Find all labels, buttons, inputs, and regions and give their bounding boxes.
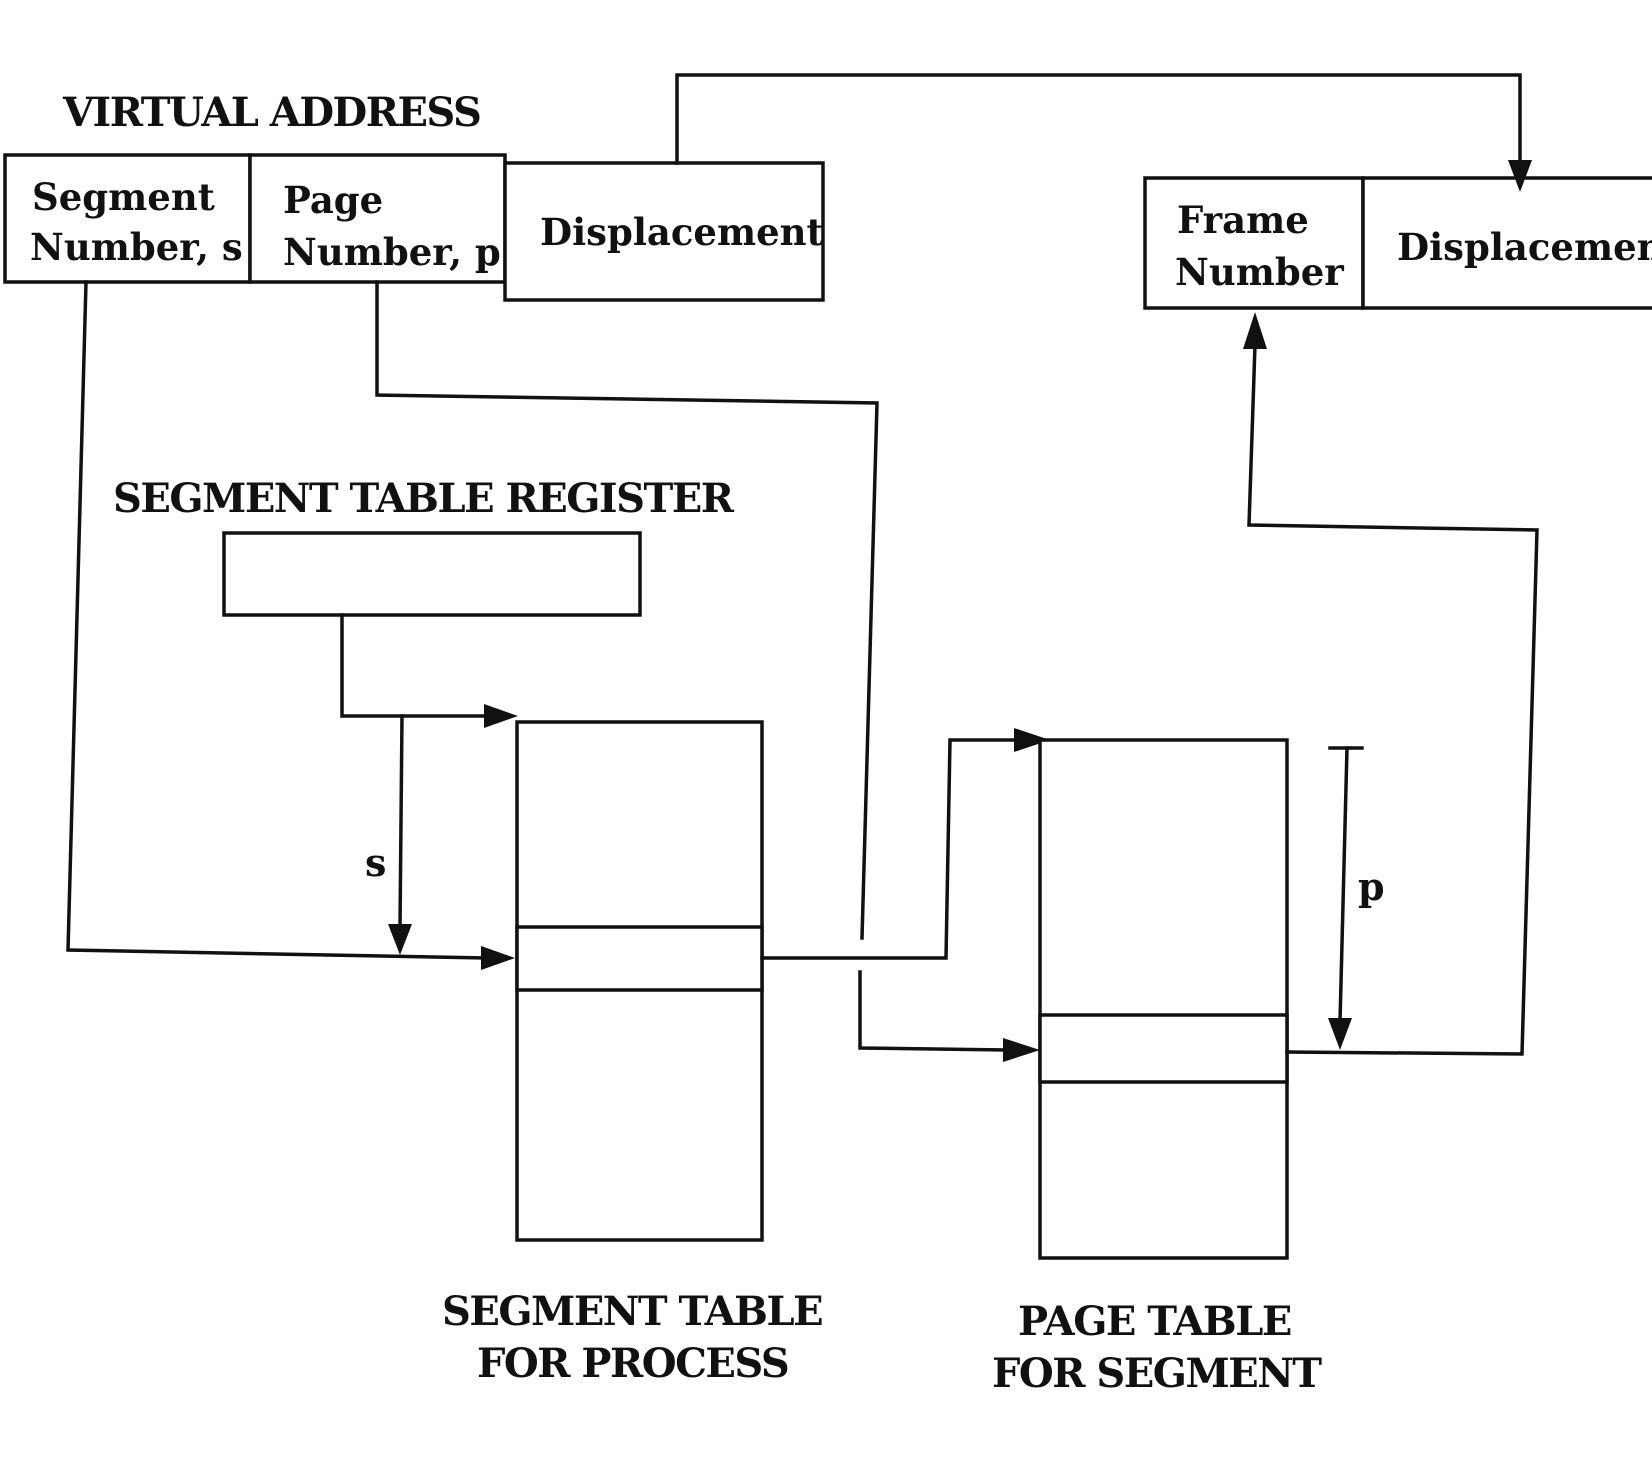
virtual-displacement-label: Displacement <box>540 210 824 254</box>
page-offset-arrowhead <box>1328 1018 1352 1050</box>
virtual-address-register: Segment Number, s Page Number, p Displac… <box>3 153 825 302</box>
segment-table-register-box <box>222 531 642 617</box>
segment-number-label-line2: Number, s <box>30 225 243 269</box>
register-to-segment-table-arrowhead <box>484 704 518 728</box>
segment-offset-connector <box>398 714 404 930</box>
displacement-copy-connector <box>675 73 1522 170</box>
segment-table-label-line1: SEGMENT TABLE <box>442 1288 822 1335</box>
page-offset-connector <box>1338 746 1349 1024</box>
segment-number-field <box>3 153 252 284</box>
page-entry-to-frame-arrowhead <box>1243 312 1267 349</box>
physical-displacement-label: Displacemen <box>1397 225 1652 269</box>
page-number-label-line2: Number, p <box>283 230 501 274</box>
page-table-box <box>1038 738 1289 1260</box>
segment-entry-to-page-table-connector <box>760 738 1020 960</box>
virtual-displacement-field <box>503 161 825 302</box>
register-to-segment-table-connector <box>340 613 490 718</box>
page-number-connector-lower <box>858 970 1008 1052</box>
page-offset-label: p <box>1358 864 1385 909</box>
segment-table-label-line2: FOR PROCESS <box>477 1340 788 1387</box>
frame-number-label-line2: Number <box>1175 250 1344 294</box>
segment-number-label-line1: Segment <box>32 175 215 219</box>
page-number-connector <box>375 280 879 940</box>
page-entry-to-frame-connector <box>1247 343 1539 1056</box>
segment-number-connector <box>66 280 487 960</box>
segment-number-arrowhead <box>481 946 515 970</box>
segment-offset-label: s <box>365 840 386 885</box>
physical-displacement-field <box>1361 176 1652 310</box>
segment-entry-to-page-table-arrowhead <box>1014 728 1050 752</box>
page-number-arrowhead <box>1003 1038 1040 1062</box>
segment-table-selected-entry <box>515 925 764 992</box>
page-table-label-line2: FOR SEGMENT <box>992 1350 1322 1397</box>
segment-table: SEGMENT TABLE FOR PROCESS <box>442 720 824 1387</box>
page-number-label-line1: Page <box>283 178 383 222</box>
physical-address-register: Frame Number Displacemen <box>1143 176 1652 310</box>
page-table: PAGE TABLE FOR SEGMENT <box>992 738 1324 1397</box>
frame-number-label-line1: Frame <box>1177 198 1309 242</box>
segment-table-register-title: SEGMENT TABLE REGISTER <box>113 475 735 522</box>
page-table-selected-entry <box>1038 1013 1289 1084</box>
page-table-label-line1: PAGE TABLE <box>1018 1298 1291 1345</box>
displacement-copy-arrowhead <box>1508 160 1532 192</box>
page-number-field <box>248 153 507 284</box>
segment-offset-arrowhead <box>388 924 412 955</box>
virtual-address-title: VIRTUAL ADDRESS <box>62 89 480 136</box>
